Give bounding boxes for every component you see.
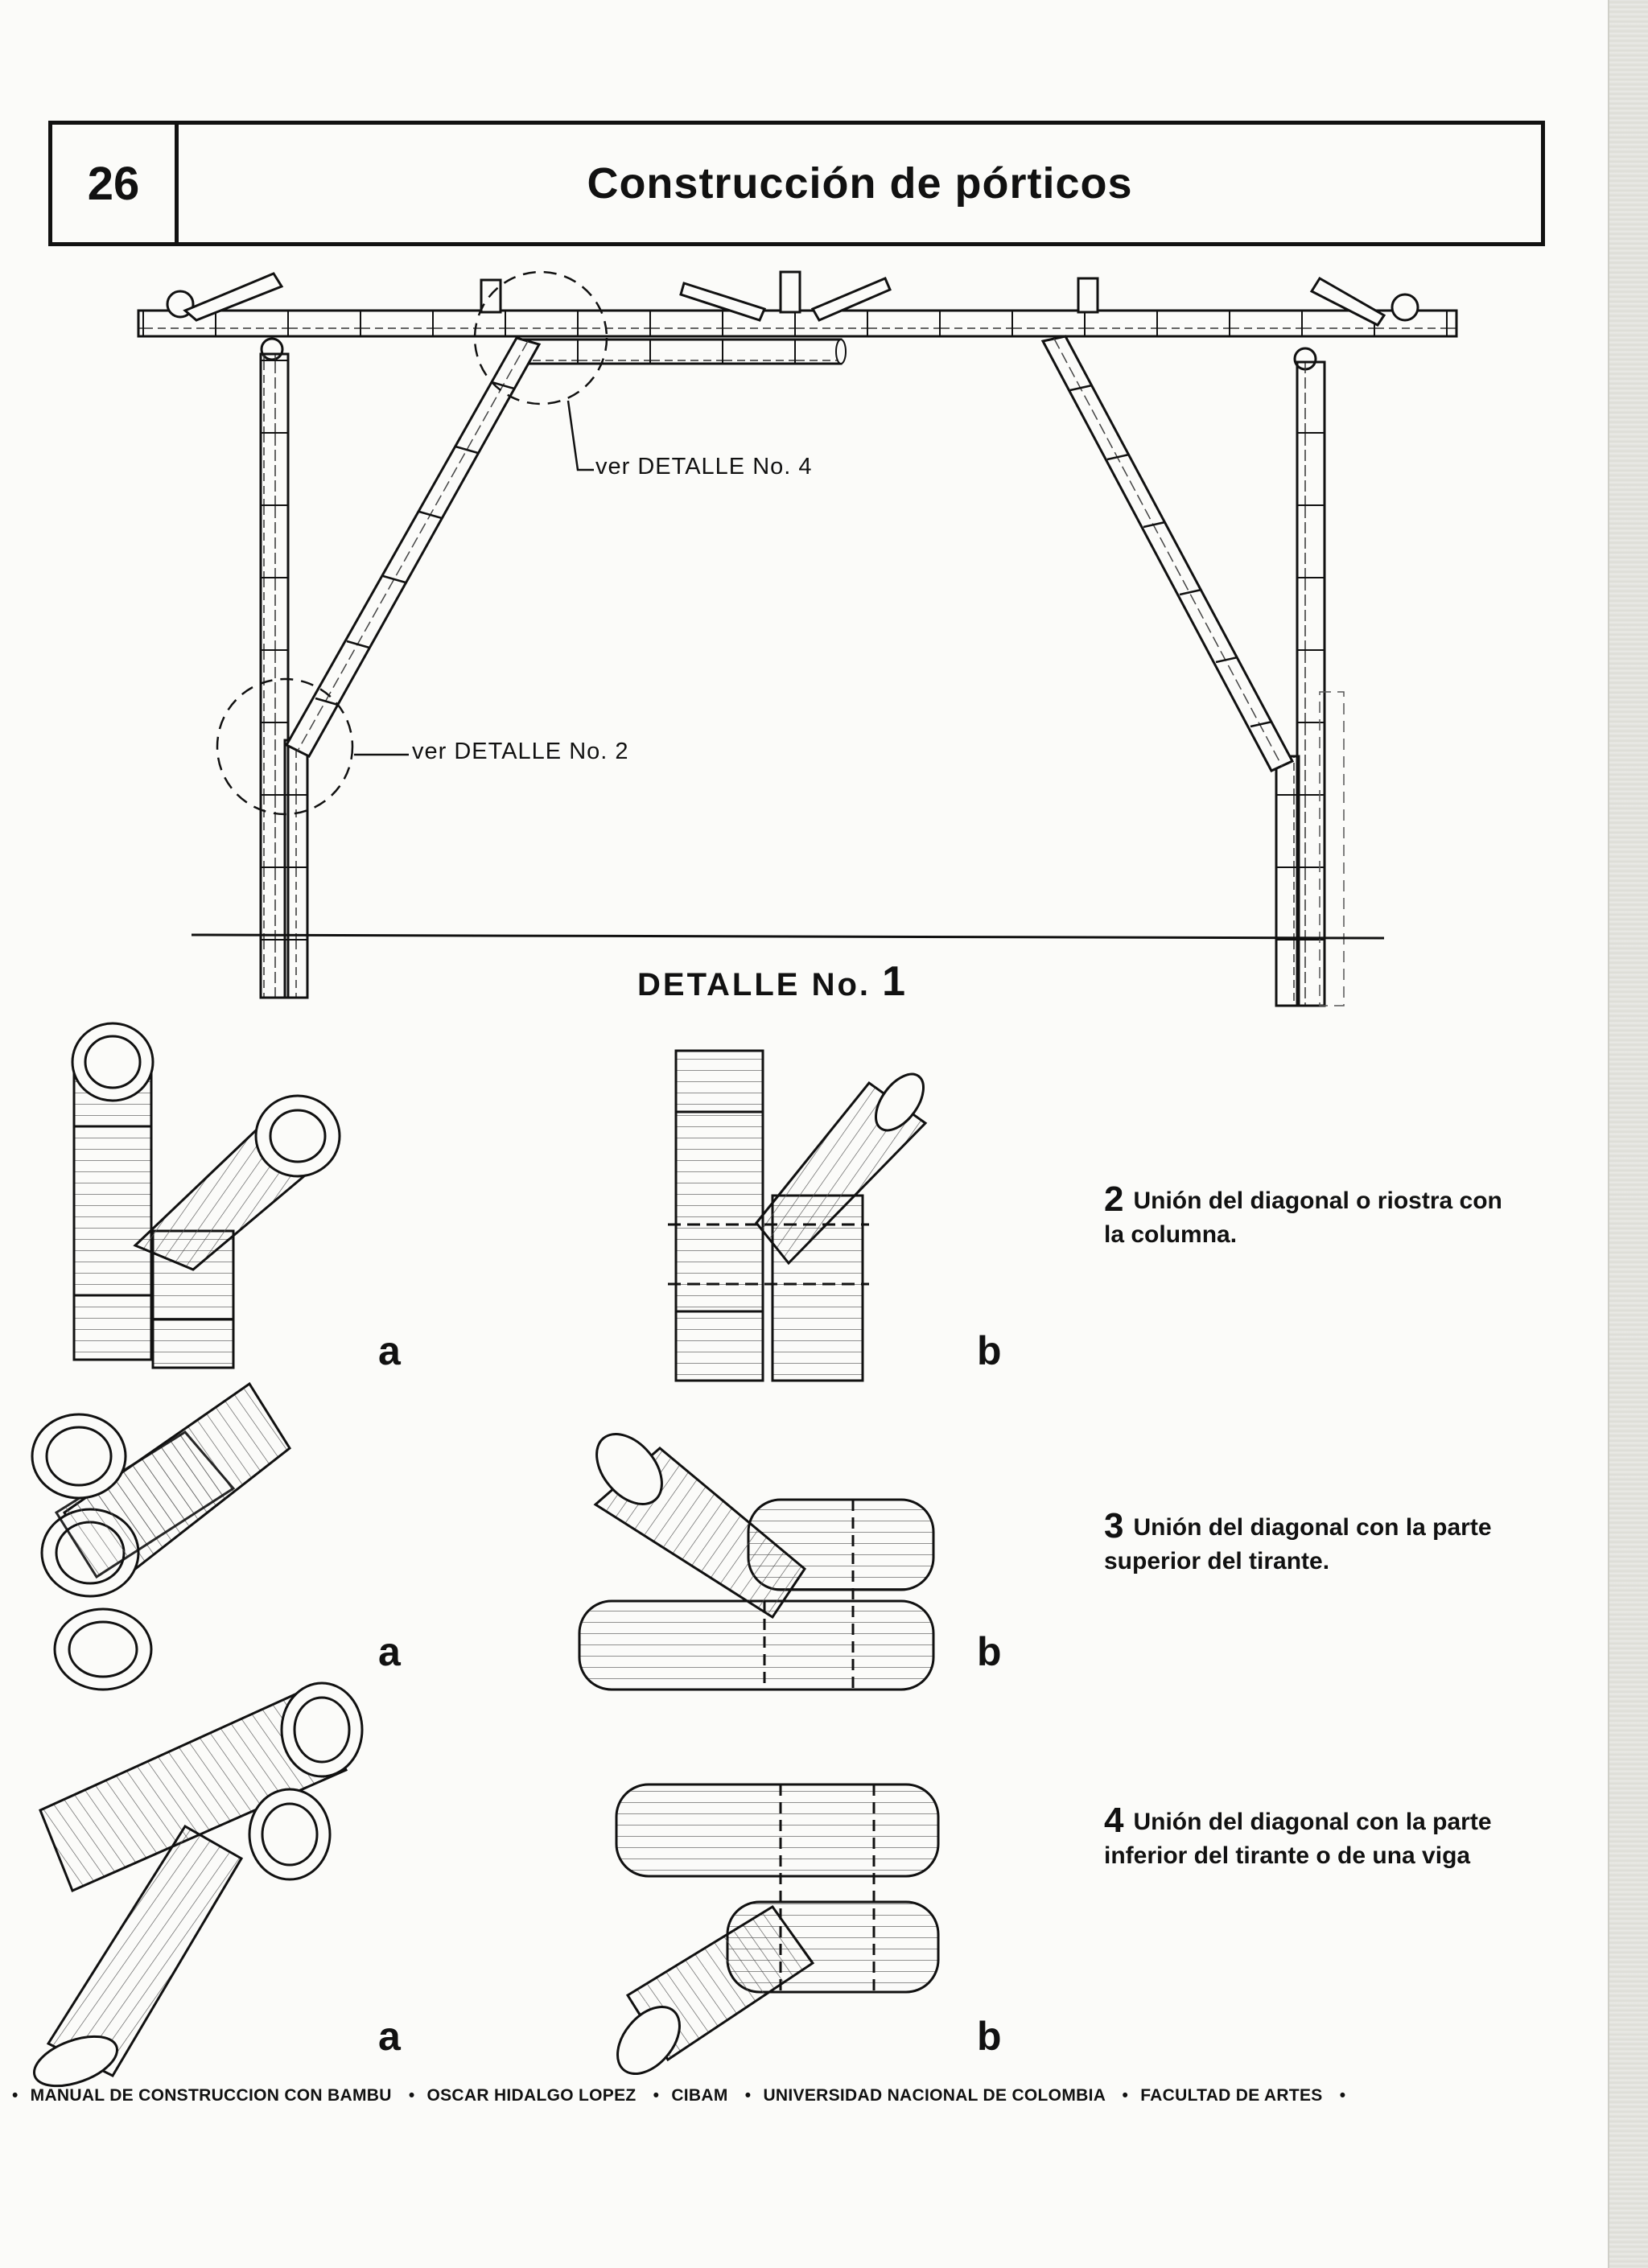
detail-2a-illustration [71, 1022, 341, 1369]
detail-4-callout: ver DETALLE No. 4 [595, 454, 813, 480]
detail-4b-illustration [615, 1783, 940, 2076]
page-header: 26 Construcción de pórticos [48, 121, 1545, 246]
figure-2b-letter: b [977, 1328, 1002, 1373]
detail-3b-illustration [578, 1433, 935, 1691]
footer-manual: MANUAL DE CONSTRUCCION CON BAMBU [30, 2086, 392, 2105]
page-footer: •MANUAL DE CONSTRUCCION CON BAMBU •OSCAR… [12, 2086, 1346, 2105]
detail-4-marker-circle [473, 270, 608, 405]
footer-cibam: CIBAM [671, 2086, 728, 2105]
footer-university: UNIVERSIDAD NACIONAL DE COLOMBIA [763, 2086, 1106, 2105]
caption-text: Unión del diagonal con la parte inferior… [1104, 1809, 1492, 1869]
figure-4b-letter: b [977, 2014, 1002, 2059]
page-number: 26 [52, 125, 179, 242]
detail-3a-illustration [31, 1381, 291, 1691]
footer-faculty: FACULTAD DE ARTES [1140, 2086, 1323, 2105]
caption-number: 2 [1104, 1179, 1124, 1219]
page-edge-strip [1609, 0, 1648, 2268]
left-column [259, 352, 309, 999]
figure-3b-letter: b [977, 1629, 1002, 1674]
caption-text: Unión del diagonal con la parte superior… [1104, 1514, 1492, 1574]
footer-author: OSCAR HIDALGO LOPEZ [426, 2086, 637, 2105]
figure-3a-letter: a [378, 1629, 401, 1674]
figure-2a-letter: a [378, 1328, 401, 1373]
detail-1-title: DETALLE No. 1 [637, 957, 908, 1006]
left-diagonal-brace [284, 336, 542, 758]
right-column [1275, 360, 1345, 1007]
detail-1-number: 1 [882, 958, 908, 1005]
detail-1-label: DETALLE No. [637, 967, 871, 1002]
caption-text: Unión del diagonal o riostra con la colu… [1104, 1188, 1502, 1248]
detail-2-callout: ver DETALLE No. 2 [412, 739, 629, 764]
page-title: Construcción de pórticos [587, 159, 1133, 208]
right-diagonal-brace [1040, 335, 1295, 772]
top-beam [137, 309, 1458, 365]
detail-4a-illustration [32, 1681, 364, 2088]
ground-line [191, 933, 1385, 940]
page-edge-shadow [1608, 0, 1609, 2268]
detail-4-leader-line [566, 400, 594, 471]
detail-2-marker-circle [216, 677, 354, 816]
beam-connectors [166, 270, 1419, 371]
figure-4a-letter: a [378, 2014, 401, 2059]
caption-number: 3 [1104, 1506, 1124, 1546]
caption-number: 4 [1104, 1801, 1124, 1840]
detail-2b-illustration [668, 1049, 928, 1382]
